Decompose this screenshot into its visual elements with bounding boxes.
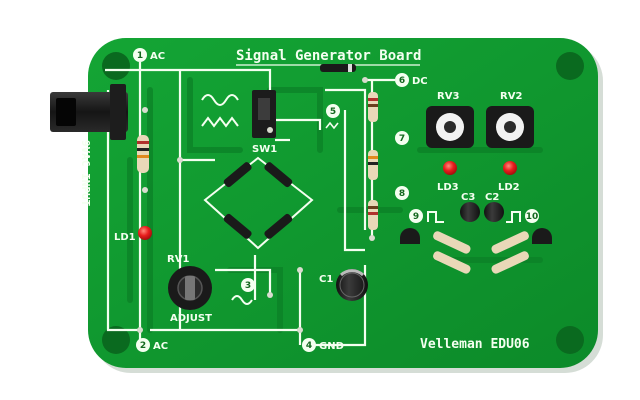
terminal-1-label: AC [150, 51, 165, 62]
resistor-r-input [137, 135, 149, 173]
terminal-10[interactable]: 10 [525, 209, 539, 223]
potentiometer-rv1 [168, 266, 212, 310]
c1-label: C1 [319, 274, 333, 285]
terminal-2[interactable]: 2 AC [136, 338, 168, 352]
trimmer-rv3 [426, 106, 474, 148]
terminal-4-label: GND [319, 341, 344, 352]
terminal-2-number: 2 [140, 341, 146, 351]
board-title: Signal Generator Board [236, 48, 421, 64]
mounting-hole [102, 326, 130, 354]
resistor-array [433, 231, 529, 274]
terminal-5[interactable]: 5 [325, 104, 340, 130]
pcb-board [88, 38, 598, 368]
terminal-4-number: 4 [306, 341, 312, 351]
capacitor-c1 [336, 269, 368, 301]
input-label: 9VAC INPUT [79, 140, 92, 207]
rv1-label: RV1 [167, 254, 189, 265]
mounting-hole [102, 52, 130, 80]
rv2-label: RV2 [500, 91, 522, 102]
terminal-8-number: 8 [399, 189, 405, 199]
transistor-q1 [400, 228, 420, 244]
terminal-2-label: AC [153, 341, 168, 352]
sine-wave-symbol-icon [201, 94, 239, 106]
ld2-label: LD2 [498, 182, 520, 193]
terminal-5-number: 5 [330, 107, 336, 117]
terminal-1-number: 1 [137, 51, 143, 61]
brand-label: Velleman EDU06 [420, 337, 530, 352]
terminal-6-label: DC [412, 76, 428, 87]
solder-pads [137, 77, 375, 333]
c2-label: C2 [485, 192, 499, 203]
square-wave-symbol-icon [427, 211, 444, 223]
resistor-chain [368, 92, 378, 230]
ld3-label: LD3 [437, 182, 459, 193]
terminal-6[interactable]: 6 DC [395, 73, 428, 87]
terminal-9-number: 9 [413, 212, 419, 222]
c3-label: C3 [461, 192, 475, 203]
terminal-7-number: 7 [399, 134, 405, 144]
diode-d1 [320, 64, 356, 72]
led-ld3 [443, 161, 457, 175]
transistor-q2 [532, 228, 552, 244]
capacitor-c3 [460, 202, 480, 222]
silkscreen-lines [105, 62, 395, 347]
square-wave-symbol-icon [506, 211, 521, 223]
rv3-label: RV3 [437, 91, 459, 102]
led-ld1 [138, 226, 152, 240]
terminal-3[interactable]: 3 [231, 278, 255, 305]
mounting-hole [556, 52, 584, 80]
adjust-label: ADJUST [170, 313, 212, 324]
triangle-wave-symbol-icon [201, 116, 239, 128]
terminal-10-number: 10 [526, 212, 539, 222]
terminal-1[interactable]: 1 AC [133, 48, 165, 62]
terminal-8[interactable]: 8 [395, 186, 409, 200]
led-ld2 [503, 161, 517, 175]
sine-wave-output-icon [231, 295, 253, 305]
ld1-label: LD1 [114, 232, 136, 243]
triangle-wave-output-icon [325, 121, 339, 130]
trimmer-rv2 [486, 106, 534, 148]
terminal-3-number: 3 [245, 281, 251, 291]
capacitor-c2 [484, 202, 504, 222]
terminal-6-number: 6 [399, 76, 405, 86]
terminal-7[interactable]: 7 [395, 131, 409, 145]
terminal-4[interactable]: 4 GND [302, 338, 344, 352]
terminal-9[interactable]: 9 [409, 209, 423, 223]
slide-switch-sw1[interactable] [252, 90, 276, 138]
dc-power-jack [50, 84, 128, 140]
bridge-rectifier [203, 156, 314, 250]
sw1-label: SW1 [252, 144, 277, 155]
mounting-hole [556, 326, 584, 354]
